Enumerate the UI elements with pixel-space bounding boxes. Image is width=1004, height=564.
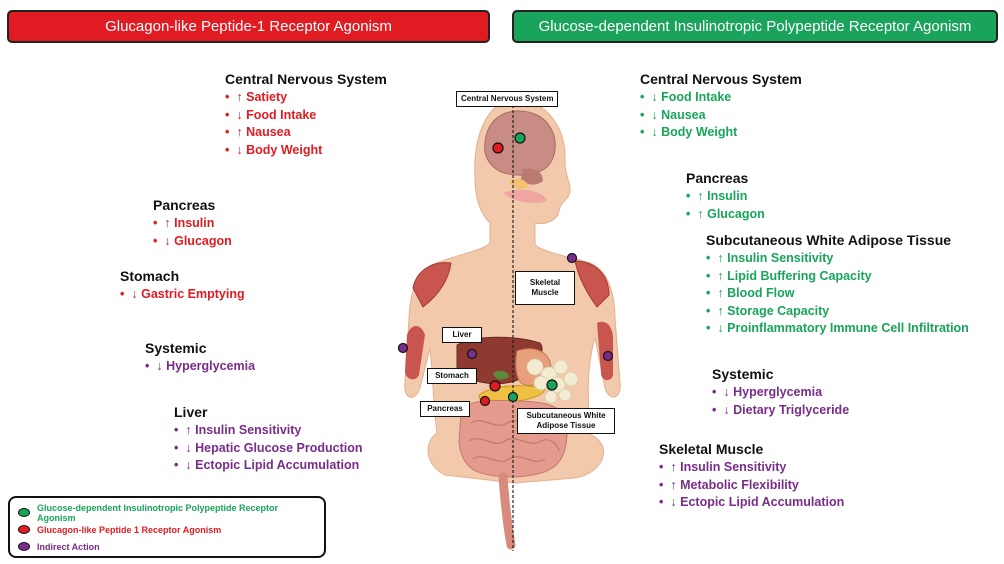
legend-item-gip: Glucose-dependent Insulinotropic Polypep…: [18, 502, 316, 523]
effect-item: ↓ Glucagon: [153, 233, 231, 251]
figure-label-pancreas: Pancreas: [420, 401, 470, 417]
section-title: Pancreas: [153, 197, 216, 213]
right-arm-muscle: [597, 321, 613, 381]
left-shoulder-muscle: [412, 262, 452, 308]
section-title: Central Nervous System: [640, 71, 802, 87]
human-body-figure: Central Nervous System Skeletal Muscle L…: [375, 83, 645, 553]
colon-organ: [498, 472, 516, 550]
effect-item: ↑ Glucagon: [686, 206, 764, 224]
indirect-marker-liver: [466, 348, 478, 360]
effect-item: ↓ Nausea: [640, 107, 802, 125]
glp1-banner: Glucagon-like Peptide-1 Receptor Agonism: [7, 10, 490, 43]
effect-item: ↑ Lipid Buffering Capacity: [706, 268, 969, 286]
gip-marker-cns: [514, 132, 526, 144]
legend-label: Glucagon-like Peptide 1 Receptor Agonism: [37, 524, 222, 535]
gip-banner: Glucose-dependent Insulinotropic Polypep…: [512, 10, 998, 43]
glp1-liver-section: Liver ↑ Insulin Sensitivity ↓ Hepatic Gl…: [174, 404, 363, 475]
effect-item: ↓ Ectopic Lipid Accumulation: [174, 457, 363, 475]
gip-muscle-section: Skeletal Muscle ↑ Insulin Sensitivity ↑ …: [659, 441, 844, 512]
legend-item-glp1: Glucagon-like Peptide 1 Receptor Agonism: [18, 521, 316, 538]
effect-item: ↑ Insulin Sensitivity: [174, 422, 363, 440]
green-dot-icon: [18, 508, 30, 517]
effect-item: ↓ Hepatic Glucose Production: [174, 440, 362, 458]
effect-item: ↓ Body Weight: [640, 124, 802, 142]
action-markers: [397, 132, 614, 407]
section-title: Stomach: [120, 268, 180, 284]
legend-item-indirect: Indirect Action: [18, 538, 316, 555]
section-title: Liver: [174, 404, 208, 420]
glp1-marker-stomach: [489, 380, 501, 392]
effect-item: ↓ Hyperglycemia: [712, 384, 849, 402]
effect-item: ↑ Insulin Sensitivity: [706, 250, 969, 268]
red-dot-icon: [18, 525, 30, 534]
section-title: Subcutaneous White Adipose Tissue: [706, 232, 952, 248]
effect-item: ↑ Insulin: [686, 188, 765, 206]
glp1-marker-cns: [492, 142, 504, 154]
effect-item: ↓ Food Intake: [225, 107, 387, 125]
gallbladder-organ: [493, 370, 509, 380]
glp1-pancreas-section: Pancreas ↑ Insulin ↓ Glucagon: [153, 197, 232, 250]
indirect-marker-muscle-right: [566, 252, 578, 264]
section-title: Systemic: [145, 340, 207, 356]
effect-item: ↑ Nausea: [225, 124, 387, 142]
section-title: Skeletal Muscle: [659, 441, 764, 457]
effect-item: ↓ Dietary Triglyceride: [712, 402, 849, 420]
effect-item: ↑ Insulin Sensitivity: [659, 459, 844, 477]
glp1-systemic-section: Systemic ↓ Hyperglycemia: [145, 340, 255, 376]
gip-cns-section: Central Nervous System ↓ Food Intake ↓ N…: [640, 71, 802, 142]
effect-item: ↓ Ectopic Lipid Accumulation: [659, 494, 844, 512]
effect-item: ↑ Blood Flow: [706, 285, 969, 303]
section-title: Central Nervous System: [225, 71, 387, 87]
legend-label: Indirect Action: [37, 541, 100, 552]
gip-pancreas-section: Pancreas ↑ Insulin ↑ Glucagon: [686, 170, 765, 223]
right-shoulder-muscle: [574, 260, 610, 308]
figure-label-skeletal-muscle: Skeletal Muscle: [515, 271, 575, 305]
legend: Glucose-dependent Insulinotropic Polypep…: [8, 496, 326, 558]
effect-item: ↓ Body Weight: [225, 142, 387, 160]
throat-organ: [503, 189, 547, 203]
cerebellum-organ: [521, 168, 543, 185]
gip-marker-pancreas: [507, 391, 519, 403]
section-title: Systemic: [712, 366, 774, 382]
figure-label-stomach: Stomach: [427, 368, 477, 384]
gip-marker-adipose: [546, 379, 558, 391]
effect-item: ↑ Insulin: [153, 215, 232, 233]
figure-label-liver: Liver: [442, 327, 482, 343]
glp1-marker-pancreas: [479, 395, 491, 407]
figure-label-adipose: Subcutaneous White Adipose Tissue: [517, 408, 615, 434]
thyroid-organ: [509, 179, 529, 189]
glp1-cns-section: Central Nervous System ↑ Satiety ↓ Food …: [225, 71, 387, 159]
glp1-stomach-section: Stomach ↓ Gastric Emptying: [120, 268, 245, 304]
gip-adipose-section: Subcutaneous White Adipose Tissue ↑ Insu…: [706, 232, 969, 338]
section-title: Pancreas: [686, 170, 749, 186]
effect-item: ↑ Satiety: [225, 89, 387, 107]
effect-item: ↑ Metabolic Flexibility: [659, 477, 844, 495]
legend-label: Glucose-dependent Insulinotropic Polypep…: [37, 502, 279, 523]
effect-item: ↓ Hyperglycemia: [145, 358, 255, 376]
figure-label-cns: Central Nervous System: [456, 91, 559, 107]
effect-item: ↓ Proinflammatory Immune Cell Infiltrati…: [706, 320, 968, 338]
left-arm-muscle: [405, 326, 425, 380]
effect-item: ↑ Storage Capacity: [706, 303, 969, 321]
indirect-marker-muscle-arm: [602, 350, 614, 362]
purple-dot-icon: [18, 542, 30, 551]
gip-systemic-section: Systemic ↓ Hyperglycemia ↓ Dietary Trigl…: [712, 366, 849, 419]
effect-item: ↓ Food Intake: [640, 89, 802, 107]
effect-item: ↓ Gastric Emptying: [120, 286, 244, 304]
indirect-marker-muscle-left: [397, 342, 409, 354]
body-illustration: [397, 95, 621, 551]
